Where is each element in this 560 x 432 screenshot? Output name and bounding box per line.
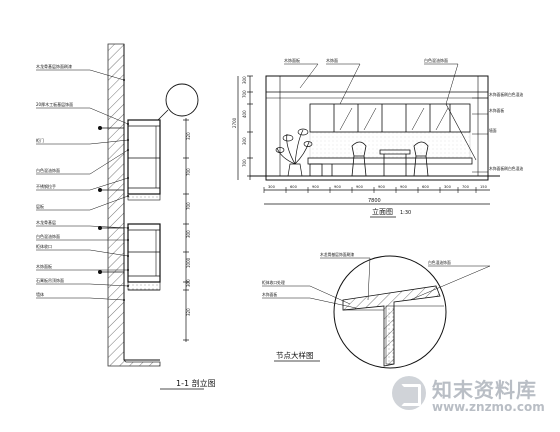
elevation-bottom-dimension-value: 900 [356,185,364,189]
elevation-right-note: 木饰面板刷白色混油 [489,92,523,97]
section-dimension-line [183,118,189,342]
section-leader-label: 木龙骨基层饰面刷漆 [36,63,72,69]
section-title: 1-1 剖立图 [176,378,216,388]
section-dimension-value: 300 [186,230,191,238]
section-dimension-value: 320 [186,308,191,316]
detail-note: 木龙骨基层饰面刷漆 [320,252,354,257]
elevation-title: 立面图 [372,207,393,216]
elevation-bottom-dimension-value: 900 [378,185,386,189]
elevation-bottom-dimension-value: 900 [312,185,320,189]
section-leader-label: 20厚木工板基层饰面 [36,101,73,107]
section-leader-label: 白色混油饰面 [36,233,60,239]
elevation-bottom-dimension-value: 300 [268,185,276,189]
elevation-left-dimension-value: 2700 [232,117,237,128]
elevation-right-note: 木饰面板 [489,108,504,113]
elevation-bottom-dimension-labels: 300 600 900 900 900 900 900 600 300 700 150 [263,185,488,193]
elevation-scale: 1:30 [400,210,411,216]
elevation-bottom-dimension-value: 600 [290,185,298,189]
section-dimension-labels: 320 700 700 300 1000 300 320 [186,132,191,316]
elevation-left-dimension-value: 700 [242,159,247,167]
elevation-total-width: 7800 [368,198,381,204]
dining-chairs [351,141,429,177]
section-dimension-value: 1000 [186,257,191,268]
section-dimension-value: 320 [186,132,191,140]
elevation-left-dimension-value: 400 [242,110,247,118]
detail-note: 白色混油饰面 [428,260,451,265]
wall-anchors [98,126,124,274]
elevation-bottom-dimension-value: 150 [480,185,488,189]
section-leader-label: 不锈钢拉手 [36,183,56,189]
wall-hatch [107,43,161,367]
elevation-right-note: 木饰面板刷白色混油 [489,166,523,171]
section-leader-label: 木龙骨基层 [36,219,56,225]
section-leader-label: 木饰面板 [36,263,52,269]
elevation-counter [307,157,473,177]
detail-note: 木饰面板 [262,292,277,297]
lower-cabinet [127,223,161,291]
section-leader-label: 层板 [36,203,44,209]
elevation-bottom-dimension-value: 600 [422,185,430,189]
watermark-logo-icon [392,376,426,410]
elevation-left-dimension-value: 700 [242,90,247,98]
elevation-top-note: 木饰面 [326,57,338,63]
section-dimension-value: 700 [186,168,191,176]
detail-note: 柜体收口处理 [262,280,285,285]
elevation-top-note: 木饰面板 [284,57,300,63]
elevation-view: 300 700 400 300 700 2700 300 600 900 900 900 900 90… [232,57,523,218]
elevation-right-note: 墙面 [489,128,497,133]
elevation-left-dimension-labels: 300 700 400 300 700 2700 [232,76,247,167]
section-dimension-value: 300 [186,279,191,287]
elevation-top-note: 白色混油饰面 [424,57,448,63]
section-leader-label: 柜体收口 [36,243,52,249]
detail-title: 节点大样图 [276,350,314,360]
section-leader-label: 墙体 [36,291,44,297]
elevation-upper-cabinets [309,103,471,133]
section-view: 320 700 700 300 1000 300 320 木龙骨基层饰面刷漆 20厚木工板基层… [36,43,216,390]
elevation-left-dimension-value: 300 [242,76,247,84]
elevation-bottom-dimension-value: 900 [334,185,342,189]
watermark-name: 知末资料库 [432,378,537,402]
watermark-url: www.znzmo.com [432,400,545,414]
elevation-outline [265,75,489,181]
detail-circle [333,255,447,369]
section-leader-lines: 木龙骨基层饰面刷漆20厚木工板基层饰面柜门白色混油饰面不锈钢拉手层板木龙骨基层白… [36,63,129,301]
detail-callout-circle [165,83,199,117]
section-dimension-value: 700 [186,202,191,210]
wall-face-line [123,44,160,361]
section-leader-label: 石膏板吊顶饰面 [36,277,64,283]
elevation-left-dimension-value: 300 [242,137,247,145]
elevation-bottom-dimension [264,189,490,205]
elevation-bottom-dimension-value: 700 [462,185,470,189]
upper-cabinet [127,119,161,201]
elevation-left-dimension [237,75,253,180]
section-leader-label: 白色混油饰面 [36,167,60,173]
elevation-bottom-dimension-value: 300 [444,185,452,189]
watermark: 知末资料库 www.znzmo.com [392,370,545,418]
elevation-bottom-dimension-value: 900 [400,185,408,189]
section-leader-label: 柜门 [36,137,44,143]
elevation-top-notes: 木饰面板 木饰面 白色混油饰面 [284,57,459,105]
potted-plant [275,128,313,177]
